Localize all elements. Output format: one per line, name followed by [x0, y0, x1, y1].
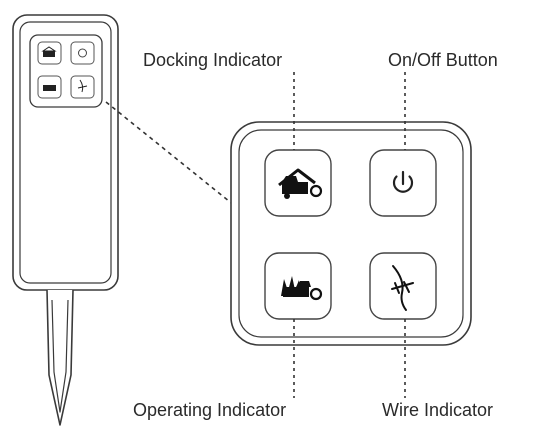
mower-docked-icon [278, 168, 323, 199]
mini-power-icon [78, 48, 87, 58]
wire-indicator-label: Wire Indicator [382, 400, 494, 420]
charging-station [12, 14, 119, 426]
mower-grass-icon [281, 276, 323, 301]
enlarged-panel [230, 121, 472, 346]
station-housing-inner [19, 21, 112, 284]
docking-indicator-label: Docking Indicator [143, 50, 283, 70]
zoom-connector [105, 101, 241, 211]
operating-indicator-label: Operating Indicator [133, 400, 287, 420]
mini-wire-icon [77, 79, 88, 93]
power-icon [392, 170, 414, 193]
mini-button-onoff [70, 41, 95, 65]
boundary-wire-icon [391, 265, 414, 311]
enlarged-panel-inner [238, 129, 464, 338]
onoff-button-label: On/Off Button [388, 50, 498, 70]
mini-operating-icon [43, 85, 56, 91]
mini-docking-icon [41, 46, 57, 57]
ground-spike [46, 289, 74, 426]
